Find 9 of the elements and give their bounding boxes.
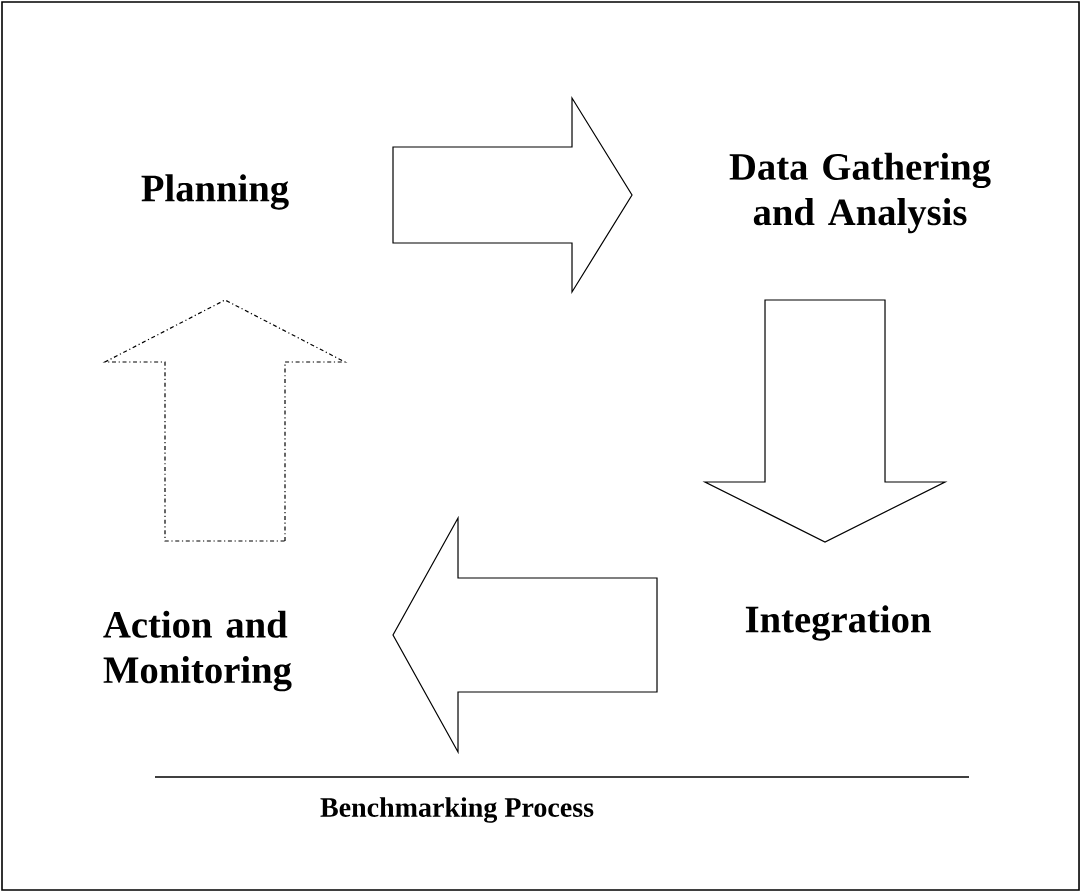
block-arrow	[392, 515, 658, 755]
process-label: Planning	[141, 174, 289, 210]
process-label: Data Gathering and Analysis	[729, 152, 991, 234]
caption: Benchmarking Process	[320, 797, 594, 823]
process-label: Integration	[745, 605, 931, 641]
block-arrow	[102, 299, 348, 542]
process-label: Action and Monitoring	[103, 610, 292, 692]
block-arrow	[702, 299, 948, 543]
block-arrow	[392, 95, 633, 295]
